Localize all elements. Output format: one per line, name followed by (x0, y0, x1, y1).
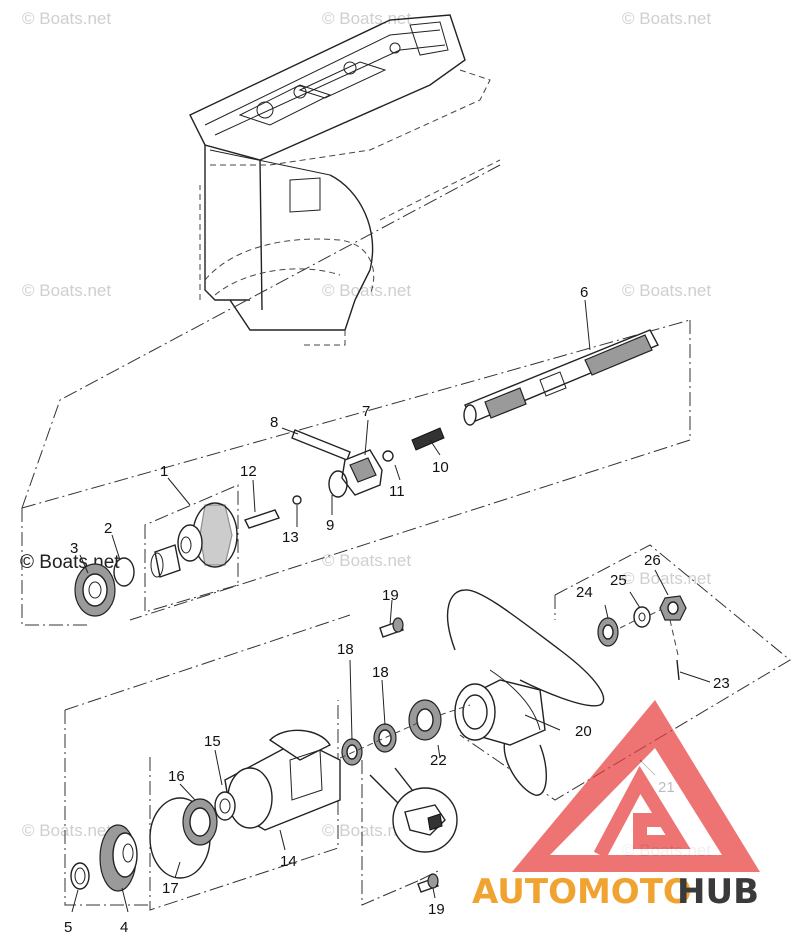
callout-18-b: 18 (372, 664, 389, 681)
needle-bearing (150, 544, 181, 578)
watermark: © Boats.net (322, 9, 411, 28)
callout-22: 22 (430, 752, 447, 769)
callout-15: 15 (204, 733, 221, 750)
callout-4: 4 (120, 919, 128, 936)
callout-23: 23 (713, 675, 730, 692)
watermark: © Boats.net (22, 281, 111, 300)
bolt (417, 873, 439, 893)
callout-12: 12 (240, 463, 257, 480)
shim (113, 557, 135, 587)
callout-5: 5 (64, 919, 72, 936)
propeller-shaft-housing (214, 729, 341, 831)
callout-19-a: 19 (382, 587, 399, 604)
callout-16: 16 (168, 768, 185, 785)
shim-hole (74, 867, 86, 885)
watermark: © Boats.net (322, 821, 411, 840)
callout-14: 14 (280, 853, 297, 870)
propeller-nut (659, 595, 687, 621)
brand-logo: AUTOMOTO HUB (472, 700, 760, 912)
watermark: © Boats.net (622, 281, 711, 300)
cotter-pin (676, 659, 680, 681)
callout-17: 17 (162, 880, 179, 897)
callout-3: 3 (70, 540, 78, 557)
washer (633, 606, 651, 628)
brand-name-part2: HUB (677, 872, 759, 912)
spacer (597, 617, 619, 647)
callout-8: 8 (270, 414, 278, 431)
watermark: © Boats.net (22, 9, 111, 28)
propeller-group (446, 544, 791, 801)
reverse-gear (99, 824, 138, 892)
cross-pin-ring (328, 470, 348, 498)
steel-ball (292, 495, 302, 505)
shift-plunger (244, 509, 280, 529)
forward-gear-assembly-group (21, 164, 691, 626)
propeller-shaft (463, 329, 659, 426)
gear-case-housing (189, 14, 501, 346)
spring (411, 427, 445, 451)
callout-9: 9 (326, 517, 334, 534)
callout-26: 26 (644, 552, 661, 569)
watermark: © Boats.net (22, 821, 111, 840)
cross-pin (291, 429, 351, 461)
reverse-gear-assembly-group (64, 614, 471, 911)
callout-18-a: 18 (337, 641, 354, 658)
callout-25: 25 (610, 572, 627, 589)
watermark: © Boats.net (322, 281, 411, 300)
callout-6: 6 (580, 284, 588, 301)
oil-seal (373, 723, 397, 753)
washer-hole (638, 612, 646, 622)
forward-gear (177, 502, 238, 568)
tapered-roller-bearing (74, 563, 116, 617)
watermark: © Boats.net (322, 551, 411, 570)
callout-11: 11 (389, 483, 405, 500)
callout-19-b: 19 (428, 901, 445, 918)
callout-7: 7 (362, 403, 370, 420)
callout-labels: 1 2 3 4 5 6 7 8 9 10 11 12 13 14 15 16 1… (64, 284, 730, 936)
brand-triangle-icon (512, 700, 760, 872)
callout-20: 20 (575, 723, 592, 740)
watermark: © Boats.net (622, 9, 711, 28)
dog-clutch (341, 449, 394, 496)
callout-2: 2 (104, 520, 112, 537)
bolt (379, 617, 404, 638)
oil-seal (341, 738, 363, 766)
watermark: © Boats.net (622, 569, 711, 588)
callout-10: 10 (432, 459, 449, 476)
callout-24: 24 (576, 584, 593, 601)
propeller (446, 589, 605, 796)
thrust-washer (408, 699, 442, 741)
detail-inset (369, 767, 458, 853)
shim (70, 862, 90, 890)
watermarks: © Boats.net © Boats.net © Boats.net © Bo… (20, 9, 711, 860)
callout-1: 1 (160, 463, 168, 480)
callout-13: 13 (282, 529, 299, 546)
ball-bearing (182, 798, 218, 846)
brand-name-part1: AUTOMOTO (472, 872, 692, 912)
